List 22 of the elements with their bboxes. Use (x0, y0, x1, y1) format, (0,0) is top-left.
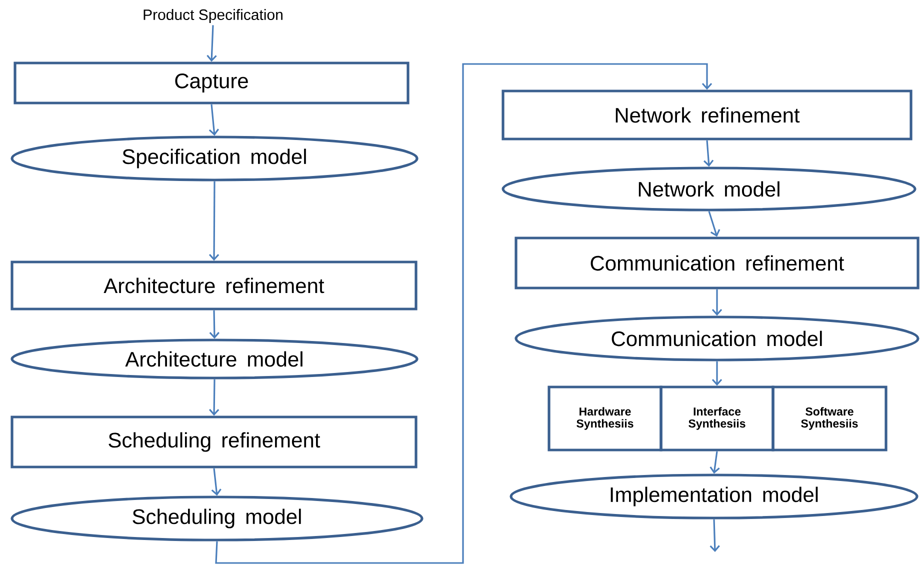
arrow (712, 289, 722, 316)
arrow (208, 104, 220, 136)
arrow (710, 519, 720, 552)
arrow (704, 140, 714, 167)
arrow (208, 379, 220, 416)
process-box: Hardware Synthesiis (548, 386, 662, 452)
arrow (215, 63, 712, 564)
process-box: Interface Synthesiis (660, 386, 774, 452)
arrow (206, 25, 217, 62)
process-box: Architecture refinement (10, 260, 418, 310)
arrow (708, 211, 720, 237)
process-box: Software Synthesiis (772, 386, 888, 452)
arrow (209, 310, 220, 339)
process-box: Network refinement (502, 90, 912, 140)
process-box: Capture (14, 62, 410, 104)
input-label: Product Specification (144, 9, 282, 23)
arrow (208, 181, 220, 261)
process-box: Communication refinement (514, 236, 920, 290)
arrow (712, 361, 722, 386)
process-box: Scheduling refinement (10, 416, 418, 468)
arrow (211, 468, 222, 496)
arrow (710, 451, 720, 474)
